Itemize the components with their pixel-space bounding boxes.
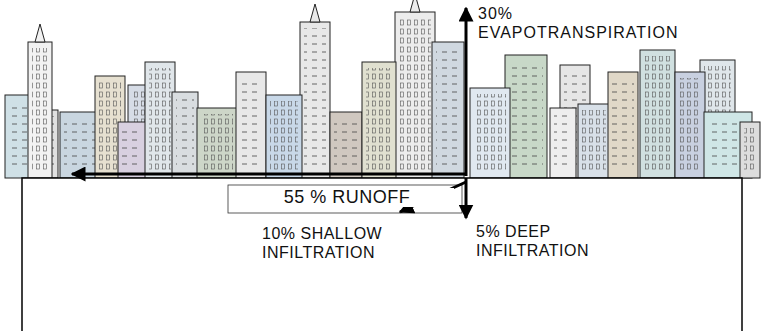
building — [60, 112, 100, 178]
building — [28, 42, 52, 178]
runoff-panel — [228, 185, 462, 213]
building — [172, 92, 198, 178]
building — [176, 98, 194, 170]
building — [32, 48, 48, 170]
skyline — [5, 0, 760, 178]
building — [149, 68, 171, 170]
building — [300, 22, 330, 178]
building — [64, 118, 96, 170]
building — [432, 42, 464, 178]
building — [436, 48, 460, 170]
building — [550, 108, 576, 178]
building — [744, 128, 756, 170]
building — [582, 110, 606, 170]
building — [197, 108, 237, 178]
building — [675, 72, 705, 178]
building — [395, 12, 435, 178]
spire — [310, 4, 320, 22]
building — [118, 122, 146, 178]
building — [474, 94, 506, 170]
building — [740, 122, 760, 178]
flow-label: 30% EVAPOTRANSPIRATION — [476, 4, 681, 42]
building — [145, 62, 175, 178]
building — [366, 68, 392, 170]
building — [399, 18, 431, 170]
building — [362, 62, 396, 178]
building — [270, 101, 298, 170]
building — [640, 50, 675, 178]
building — [470, 88, 510, 178]
spire — [35, 24, 45, 42]
flow-label: 55 % RUNOFF — [240, 188, 454, 207]
building — [304, 28, 326, 170]
building — [612, 78, 634, 170]
spire — [410, 0, 420, 12]
ground — [22, 178, 742, 331]
building — [122, 128, 142, 170]
building — [608, 72, 638, 178]
building — [240, 78, 262, 170]
building — [644, 56, 671, 170]
building — [509, 61, 543, 170]
building — [201, 114, 233, 170]
flow-label: 10% SHALLOW INFILTRATION — [262, 224, 412, 262]
flow-label: 5% DEEP INFILTRATION — [476, 222, 616, 260]
flow-arrows — [72, 8, 466, 218]
building — [578, 104, 610, 178]
building — [236, 72, 266, 178]
building — [554, 114, 572, 170]
building — [266, 95, 302, 178]
building — [505, 55, 547, 178]
building — [334, 118, 358, 170]
building — [330, 112, 362, 178]
building — [679, 78, 701, 170]
